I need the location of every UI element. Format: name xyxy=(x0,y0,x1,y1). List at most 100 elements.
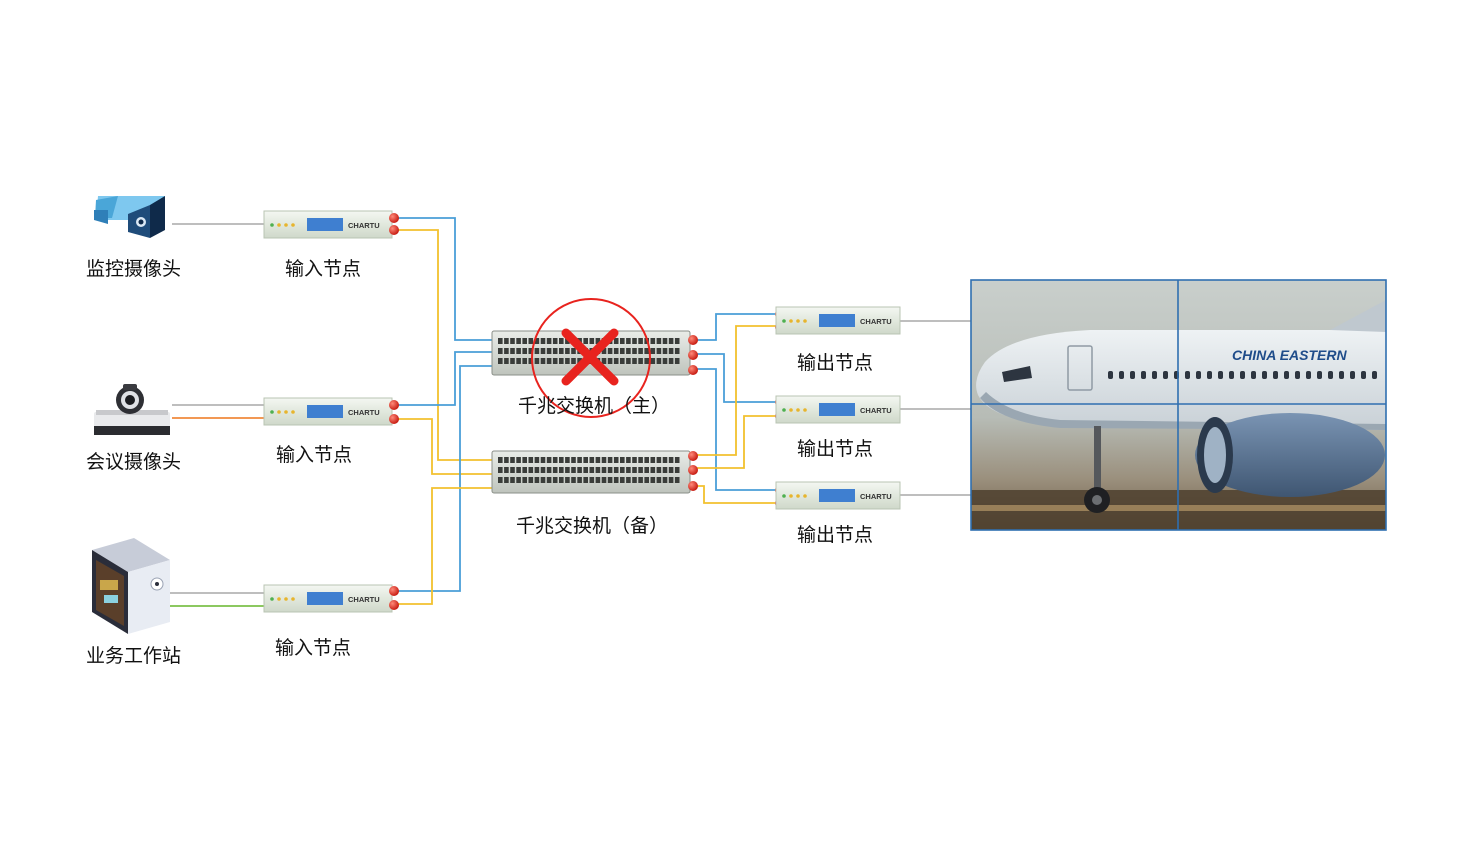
switch-port xyxy=(516,457,521,463)
link-primary-out2 xyxy=(692,353,778,403)
switch-port xyxy=(546,457,552,463)
switch-port xyxy=(613,467,619,473)
switch-port xyxy=(595,467,601,473)
switch-port xyxy=(632,338,637,344)
switch-port xyxy=(571,477,576,483)
switch-port xyxy=(650,358,656,364)
switch-port xyxy=(516,338,521,344)
switch-port xyxy=(552,338,558,344)
switch-port xyxy=(607,348,613,354)
switch-port xyxy=(601,358,607,364)
switch-port xyxy=(565,477,570,483)
input-node-1-brand: CHARTU xyxy=(348,221,380,230)
source-label-meeting-camera: 会议摄像头 xyxy=(86,451,182,473)
switch-port xyxy=(516,467,521,473)
link-in2-primary xyxy=(398,351,494,406)
switch-port xyxy=(607,467,613,473)
switch-port xyxy=(632,358,637,364)
input-node-3: CHARTU xyxy=(263,584,399,613)
switch-port xyxy=(626,467,631,473)
link-primary-out1 xyxy=(692,313,778,341)
airplane-windows xyxy=(1108,371,1377,379)
switch-port xyxy=(595,338,601,344)
switch-port xyxy=(650,457,656,463)
switch-port xyxy=(546,348,552,354)
switch-port xyxy=(571,348,576,354)
switch-port xyxy=(546,358,552,364)
switch-port xyxy=(552,467,558,473)
link-in3-backup xyxy=(398,487,494,605)
video-wall-airline-text: CHINA EASTERN xyxy=(1232,347,1347,363)
switch-port xyxy=(546,477,552,483)
switch-port xyxy=(668,338,674,344)
switch-port xyxy=(583,467,588,473)
airplane-window xyxy=(1119,371,1124,379)
switch-port xyxy=(510,477,515,483)
output-node-2: CHARTU xyxy=(775,395,901,424)
switch-port xyxy=(559,348,564,354)
switch-port xyxy=(528,348,534,354)
switch-port xyxy=(638,338,643,344)
switch-port xyxy=(626,338,631,344)
switch-port xyxy=(607,477,613,483)
switch-port xyxy=(674,358,680,364)
airplane-window xyxy=(1284,371,1289,379)
input-node-2: CHARTU xyxy=(263,397,399,426)
workstation-tower-icon xyxy=(92,538,170,634)
switch-port xyxy=(632,348,637,354)
switch-port xyxy=(613,358,619,364)
switch-port xyxy=(644,477,649,483)
switch-port xyxy=(516,348,521,354)
switch-port xyxy=(674,348,680,354)
airplane-window xyxy=(1317,371,1322,379)
switch-port xyxy=(571,457,576,463)
switch-port xyxy=(662,467,668,473)
switch-port xyxy=(522,358,527,364)
airplane-window xyxy=(1295,371,1300,379)
airplane-window xyxy=(1130,371,1135,379)
switch-port xyxy=(583,338,588,344)
switch-port xyxy=(552,477,558,483)
switch-port xyxy=(534,477,540,483)
video-wall: CHINA EASTERN xyxy=(970,279,1387,531)
output-node-1: CHARTU xyxy=(775,306,901,335)
switch-port xyxy=(601,477,607,483)
airplane-window xyxy=(1251,371,1256,379)
switch-port xyxy=(528,467,534,473)
switch-port xyxy=(504,477,509,483)
switch-port xyxy=(601,457,607,463)
link-in2-backup xyxy=(398,418,494,475)
switch-port xyxy=(540,338,546,344)
switch-port xyxy=(498,348,503,354)
switch-port xyxy=(662,457,668,463)
switch-port xyxy=(498,338,503,344)
switch-port xyxy=(620,338,625,344)
switch-port xyxy=(528,358,534,364)
switch-port xyxy=(620,457,625,463)
switch-port xyxy=(656,467,662,473)
input-node-2-label: 输入节点 xyxy=(276,444,353,466)
airplane-window xyxy=(1163,371,1168,379)
switch-port xyxy=(552,457,558,463)
switch-port xyxy=(559,338,564,344)
switch-port xyxy=(674,338,680,344)
switch-port xyxy=(638,358,643,364)
output-node-2-label: 输出节点 xyxy=(797,438,874,460)
switch-port xyxy=(607,358,613,364)
switch-port xyxy=(577,358,582,364)
switch-port xyxy=(504,457,509,463)
switch-port xyxy=(656,457,662,463)
link-backup-out1 xyxy=(692,325,778,456)
switch-port xyxy=(565,348,570,354)
switch-backup-ports xyxy=(498,457,680,483)
switch-port xyxy=(662,358,668,364)
switch-port xyxy=(656,348,662,354)
airplane-window xyxy=(1372,371,1377,379)
input-node-1-label: 输入节点 xyxy=(285,258,362,280)
conference-camera-icon xyxy=(94,384,170,435)
output-node-3-brand: CHARTU xyxy=(860,492,892,501)
switch-port xyxy=(552,358,558,364)
switch-port xyxy=(644,467,649,473)
switch-port xyxy=(613,477,619,483)
input-node-3-label: 输入节点 xyxy=(275,637,352,659)
